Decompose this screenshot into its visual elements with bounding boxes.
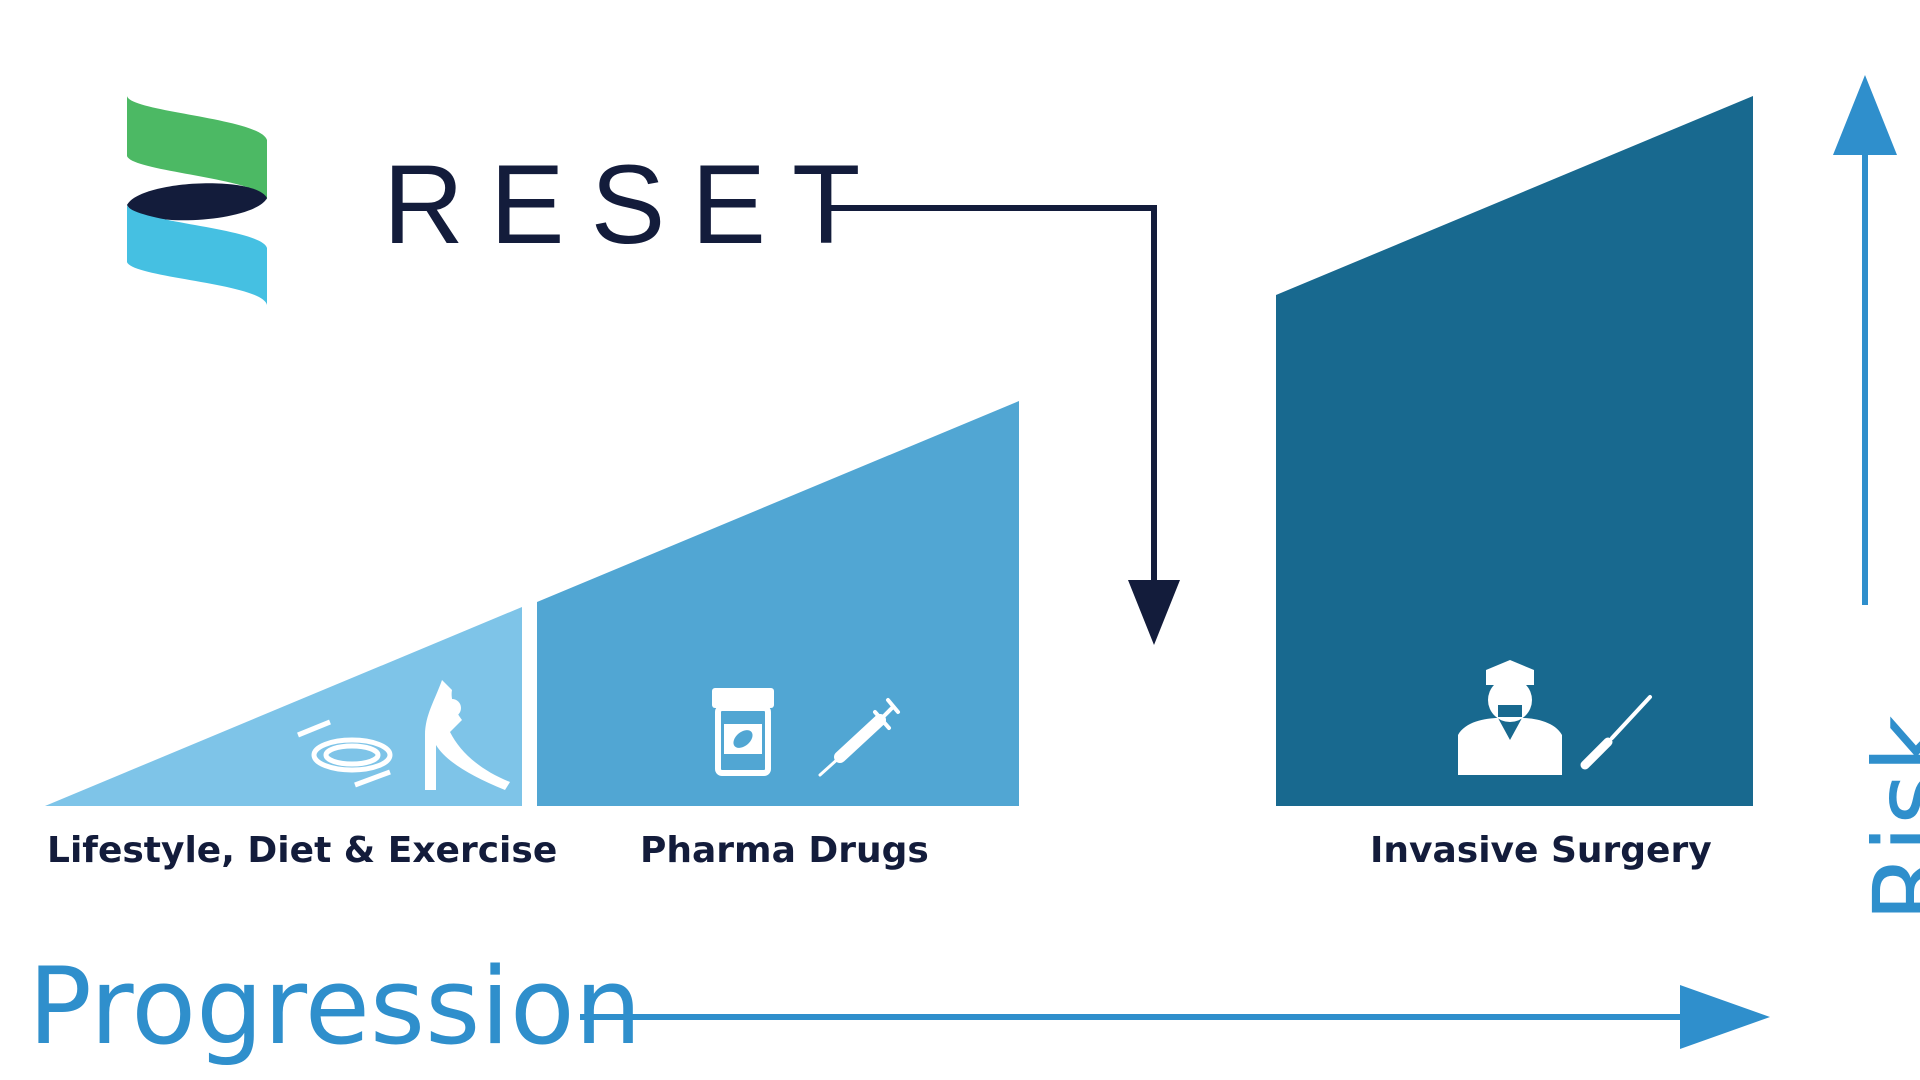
- scalpel-icon: [1580, 695, 1652, 770]
- risk-arrow-head: [1833, 75, 1897, 155]
- reset-arrow-head: [1128, 580, 1180, 645]
- surgery-stage-shape: [1276, 96, 1753, 806]
- lifestyle-stage-shape: [45, 607, 522, 806]
- progression-arrow-head: [1680, 985, 1770, 1049]
- progression-axis-label: Progression: [28, 945, 642, 1068]
- risk-axis-label: Risk: [1852, 715, 1920, 923]
- pharma-label: Pharma Drugs: [640, 830, 929, 871]
- reset-logo-icon: [127, 96, 267, 305]
- reset-arrow: [830, 205, 1180, 645]
- pill-bottle-icon: [712, 688, 774, 776]
- brand-wordmark: RESET: [383, 142, 887, 267]
- yoga-pose-icon: [425, 680, 510, 790]
- progression-axis: [580, 985, 1770, 1049]
- logo-cyan-band: [127, 205, 267, 305]
- logo-green-band: [127, 96, 267, 200]
- lifestyle-label: Lifestyle, Diet & Exercise: [47, 830, 558, 871]
- pharma-stage-shape: [537, 401, 1019, 806]
- risk-axis: [1833, 75, 1897, 605]
- reset-arrow-line: [830, 205, 1157, 590]
- surgery-label: Invasive Surgery: [1370, 830, 1712, 871]
- plate-cutlery-icon: [297, 719, 393, 788]
- syringe-icon: [818, 698, 900, 777]
- surgeon-icon: [1458, 660, 1562, 775]
- logo-navy-band: [127, 183, 267, 221]
